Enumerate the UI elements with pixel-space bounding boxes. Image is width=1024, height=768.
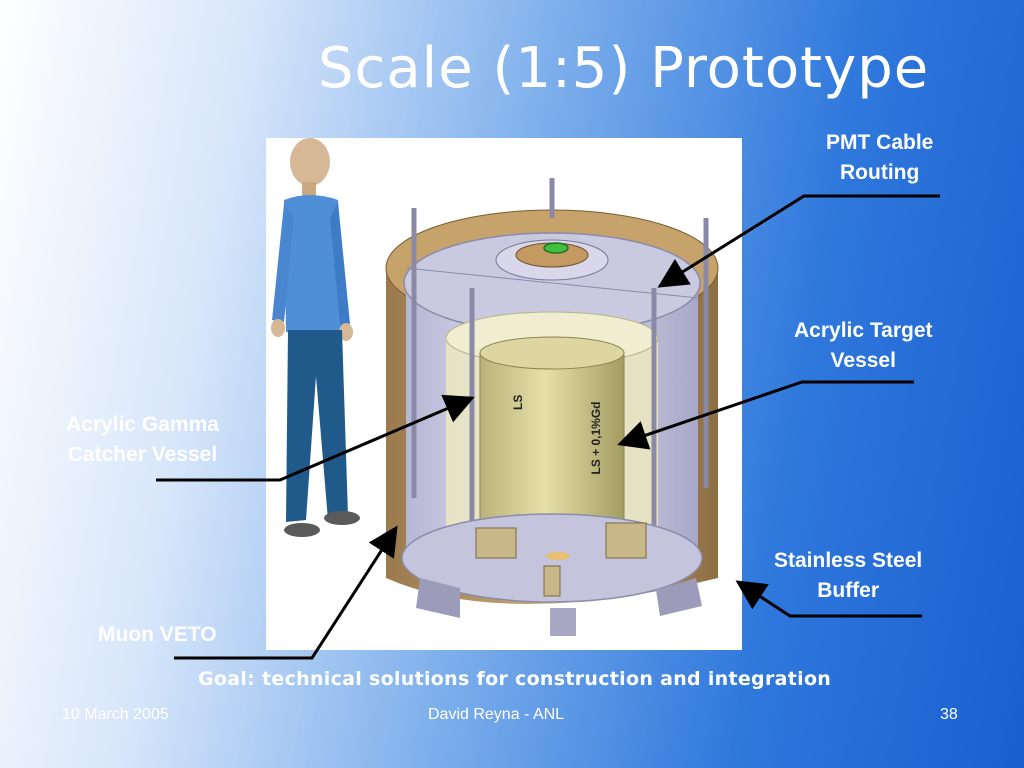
label-line: Acrylic Gamma (66, 413, 219, 436)
muon-veto-arrow (174, 525, 398, 660)
footer-author: David Reyna - ANL (428, 706, 565, 723)
label-acrylic-target-vessel: Acrylic Target Vessel (794, 316, 933, 376)
footer-date: 10 March 2005 (62, 706, 169, 723)
label-pmt-cable-routing: PMT Cable Routing (826, 128, 933, 188)
label-line: Catcher Vessel (67, 443, 218, 466)
person-figure (271, 138, 360, 537)
label-line: Buffer (817, 579, 880, 602)
slide-title: Scale (1:5) Prototype (318, 36, 930, 101)
ls-text: LS (511, 395, 525, 410)
label-stainless-steel-buffer: Stainless Steel Buffer (774, 546, 922, 606)
label-line: Routing (840, 161, 920, 184)
label-line: PMT Cable (826, 131, 934, 154)
gamma-catcher-arrow (156, 394, 475, 482)
label-line: Stainless Steel (774, 549, 923, 572)
label-acrylic-gamma-catcher: Acrylic Gamma Catcher Vessel (66, 410, 219, 470)
goal-statement: Goal: technical solutions for constructi… (198, 668, 832, 690)
target-vessel-arrow (617, 380, 914, 450)
footer-page-number: 38 (940, 706, 958, 723)
label-muon-veto: Muon VETO (98, 623, 217, 646)
detector-drawing: LS LS + 0,1%Gd (385, 178, 719, 636)
detector-illustration: LS LS + 0,1%Gd (266, 138, 742, 650)
ls-gd-text: LS + 0,1%Gd (589, 401, 603, 474)
label-line: Vessel (830, 349, 896, 372)
pmt-cable-arrow (657, 194, 940, 288)
label-line: Acrylic Target (794, 319, 933, 342)
buffer-arrow (735, 580, 922, 618)
